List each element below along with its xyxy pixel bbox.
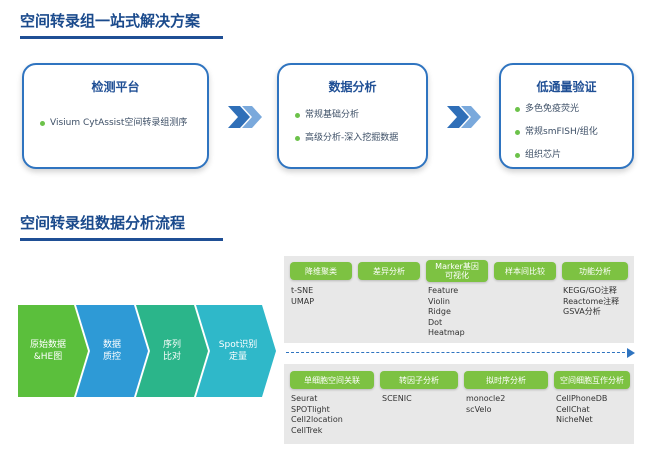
card-data-analysis: 数据分析 常规基础分析 高级分析-深入挖掘数据 [277, 63, 428, 169]
step-shape [76, 305, 148, 397]
section-title-underline [20, 36, 223, 39]
card-title: 数据分析 [328, 80, 377, 94]
section-title-solution: 空间转录组一站式解决方案 [20, 12, 201, 30]
list-item: CellTrek [291, 425, 323, 435]
card-item: 常规smFISH/组化 [515, 126, 598, 139]
list-item: Cell2location [291, 415, 343, 424]
list-item: Reactome注释 [563, 296, 620, 306]
list-item: Feature [428, 286, 459, 295]
module-tf-analysis: 转因子分析 [380, 371, 458, 389]
card-item: Visium CytAssist空间转录组测序 [40, 117, 187, 130]
card-item: 组织芯片 [515, 149, 598, 162]
step-shape [18, 305, 88, 397]
list-item: KEGG/GO注释 [563, 286, 617, 295]
step-label: Spot识别 定量 [218, 340, 258, 362]
list-item: CellPhoneDB [556, 394, 608, 403]
arrow-right-icon [627, 348, 635, 358]
module-items-list: monocle2 scVelo [466, 394, 505, 415]
section-title-workflow: 空间转录组数据分析流程 [20, 214, 186, 232]
card-item: 常规基础分析 [295, 109, 398, 122]
card-low-throughput-validation: 低通量验证 多色免疫荧光 常规smFISH/组化 组织芯片 [499, 63, 634, 169]
module-singlecell-spatial: 单细胞空间关联 [290, 371, 374, 389]
card-item: 多色免疫荧光 [515, 103, 598, 116]
list-item: Heatmap [428, 328, 465, 337]
module-sample-comparison: 样本间比较 [494, 262, 556, 280]
list-item: Dot [428, 317, 443, 327]
list-item: SCENIC [382, 394, 412, 403]
card-item: 高级分析-深入挖掘数据 [295, 132, 398, 145]
module-items-list: CellPhoneDB CellChat NicheNet [556, 394, 607, 426]
step-shape [196, 305, 276, 397]
section-title-underline [20, 238, 223, 241]
module-cell-interaction: 空间细胞互作分析 [554, 371, 630, 389]
card-title: 检测平台 [91, 80, 140, 94]
list-item: scVelo [466, 404, 492, 414]
step-label: 序列 比对 [162, 340, 181, 362]
module-marker-visualization: Marker基因 可视化 [426, 260, 488, 282]
step-spot-quantification: Spot识别 定量 [196, 305, 276, 397]
module-functional-analysis: 功能分析 [562, 262, 628, 280]
list-item: SPOTlight [291, 404, 330, 414]
chevron-right-icon [447, 106, 481, 128]
list-item: UMAP [291, 296, 315, 306]
chevron-right-icon [228, 106, 262, 128]
list-item: CellChat [556, 404, 590, 414]
module-items-list: Feature Violin Ridge Dot Heatmap [428, 286, 465, 339]
workflow-dashed-line [286, 352, 630, 353]
module-items-list: KEGG/GO注释 Reactome注释 GSVA分析 [563, 286, 619, 318]
module-items-list: Seurat SPOTlight Cell2location CellTrek [291, 394, 343, 436]
module-differential-analysis: 差异分析 [358, 262, 420, 280]
list-item: Ridge [428, 307, 451, 316]
list-item: GSVA分析 [563, 307, 601, 316]
list-item: Violin [428, 296, 450, 306]
step-label: 数据 质控 [102, 340, 121, 362]
step-raw-data: 原始数据 &HE图 [18, 305, 88, 397]
list-item: t-SNE [291, 286, 314, 295]
step-alignment: 序列 比对 [136, 305, 208, 397]
module-items-list: SCENIC [382, 394, 412, 405]
list-item: monocle2 [466, 394, 506, 403]
card-detection-platform: 检测平台 Visium CytAssist空间转录组测序 [22, 63, 209, 169]
step-quality-control: 数据 质控 [76, 305, 148, 397]
card-title: 低通量验证 [536, 80, 597, 94]
step-label: 原始数据 &HE图 [29, 340, 66, 362]
step-shape [136, 305, 208, 397]
module-dimension-reduction: 降维聚类 [290, 262, 352, 280]
list-item: Seurat [291, 394, 318, 403]
module-items-list: t-SNE UMAP [291, 286, 314, 307]
list-item: NicheNet [556, 415, 593, 424]
module-pseudotime-analysis: 拟时序分析 [464, 371, 548, 389]
